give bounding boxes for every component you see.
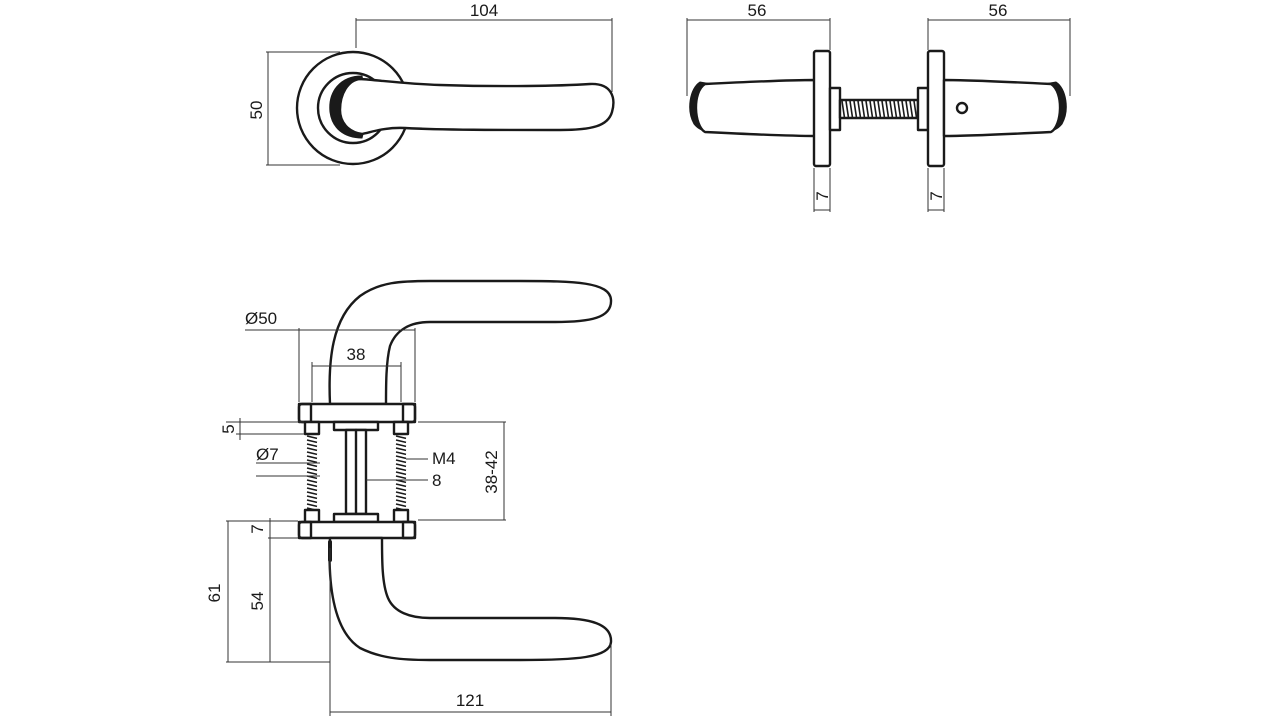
thread-line [306, 467, 318, 472]
left-lever [694, 78, 817, 138]
thread-line [885, 100, 890, 118]
thread-line [395, 471, 407, 476]
screw-left-thread [306, 435, 318, 512]
thread-line [395, 503, 407, 508]
thread-line [865, 100, 870, 118]
thread-line [881, 100, 886, 118]
right-rose-collar [916, 86, 930, 132]
dim-61-label: 61 [205, 584, 224, 603]
thread-line [889, 100, 894, 118]
thread-line [877, 100, 882, 118]
top-view: 104 50 [247, 1, 615, 166]
top-screw-head-right [392, 420, 410, 436]
thread-line [306, 483, 318, 488]
top-screw-head-left [303, 420, 321, 436]
thread-line [306, 463, 318, 468]
left-rose-plate [812, 49, 832, 168]
right-lever [942, 78, 1062, 138]
dim-m4-label: M4 [432, 449, 456, 468]
thread-line [395, 451, 407, 456]
screw-right-thread [395, 435, 407, 512]
dim-56-left-label: 56 [748, 1, 767, 20]
thread-line [873, 100, 878, 118]
dim-38-42-label: 38-42 [482, 450, 501, 493]
thread-line [306, 495, 318, 500]
bottom-rose-ring-left [297, 520, 313, 540]
thread-line [857, 100, 862, 118]
bottom-screw-head-left [303, 508, 321, 524]
dim-104-label: 104 [470, 1, 498, 20]
thread-line [913, 100, 918, 118]
left-rose-collar [828, 86, 842, 132]
dim-38-label: 38 [347, 345, 366, 364]
thread-line [306, 503, 318, 508]
thread-line [893, 100, 898, 118]
thread-line [306, 459, 318, 464]
thread-line [395, 487, 407, 492]
dim-5-label: 5 [219, 424, 238, 433]
thread-line [849, 100, 854, 118]
thread-line [853, 100, 858, 118]
thread-line [306, 471, 318, 476]
thread-line [395, 459, 407, 464]
thread-line [841, 100, 846, 118]
thread-line [306, 491, 318, 496]
thread-line [395, 463, 407, 468]
upper-lever [328, 279, 613, 406]
thread-line [306, 499, 318, 504]
dim-7-left-label: 7 [813, 191, 832, 200]
dim-7-right-label: 7 [927, 191, 946, 200]
grub-screw-icon [955, 101, 969, 115]
dim-121-label: 121 [456, 691, 484, 710]
dim-o7-label: Ø7 [256, 445, 279, 464]
bottom-rose [297, 520, 417, 540]
spindle-thread [841, 100, 918, 118]
dim-8-label: 8 [432, 471, 441, 490]
dim-56-right-label: 56 [989, 1, 1008, 20]
thread-line [306, 487, 318, 492]
dim-50-label: 50 [247, 101, 266, 120]
right-rose-plate [926, 49, 946, 168]
thread-line [901, 100, 906, 118]
lower-lever [328, 536, 613, 662]
thread-line [395, 483, 407, 488]
bottom-rose-ring-right [401, 520, 417, 540]
thread-line [395, 495, 407, 500]
thread-line [395, 499, 407, 504]
thread-line [395, 491, 407, 496]
thread-line [306, 435, 318, 440]
thread-line [395, 467, 407, 472]
thread-line [909, 100, 914, 118]
thread-line [306, 455, 318, 460]
top-rose [297, 402, 417, 424]
dim-o50-label: Ø50 [245, 309, 277, 328]
dim-54-label: 54 [248, 592, 267, 611]
thread-line [395, 439, 407, 444]
thread-line [395, 447, 407, 452]
thread-line [845, 100, 850, 118]
thread-line [861, 100, 866, 118]
section-view: Ø50 38 5 Ø7 M4 8 38-42 7 61 [205, 279, 613, 716]
dim-7-label: 7 [248, 524, 267, 533]
thread-line [869, 100, 874, 118]
thread-line [306, 443, 318, 448]
thread-line [395, 475, 407, 480]
thread-line [905, 100, 910, 118]
thread-line [306, 447, 318, 452]
bottom-screw-head-right [392, 508, 410, 524]
thread-line [395, 435, 407, 440]
thread-line [306, 439, 318, 444]
thread-line [395, 443, 407, 448]
thread-line [395, 455, 407, 460]
thread-line [306, 479, 318, 484]
side-view: 56 56 7 7 [686, 1, 1071, 212]
lever-handle-top [338, 77, 615, 136]
thread-line [306, 451, 318, 456]
thread-line [897, 100, 902, 118]
